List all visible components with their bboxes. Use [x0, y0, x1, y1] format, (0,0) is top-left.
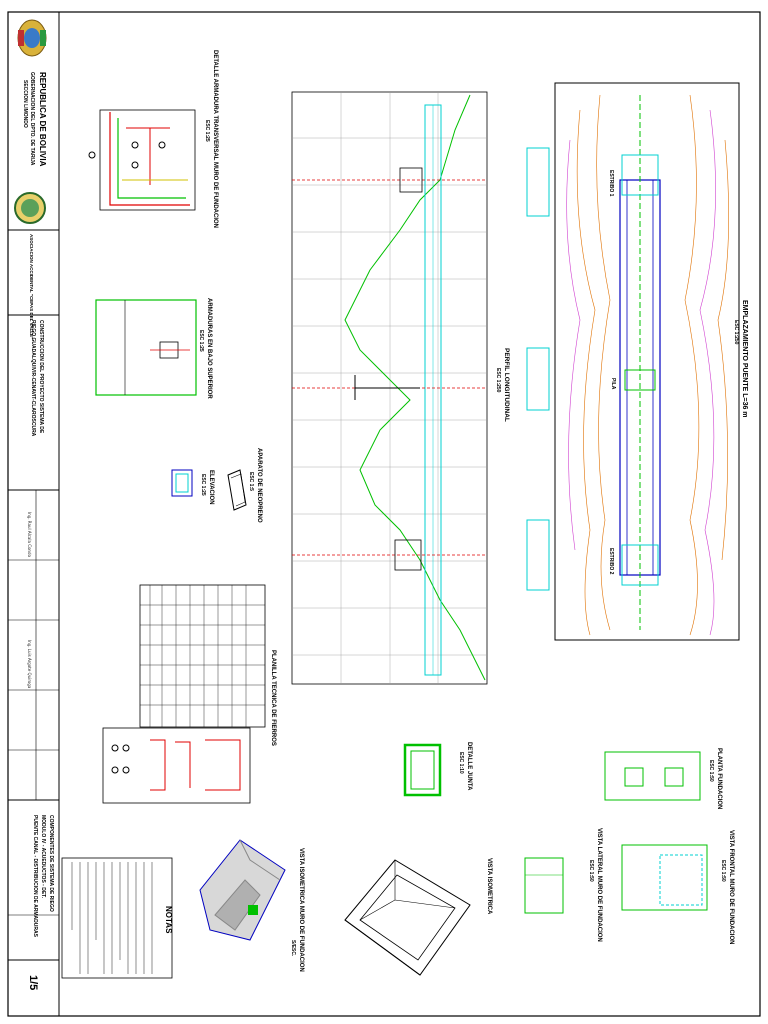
section-name: SECCION LIMONDO: [22, 80, 28, 128]
perfil-scale: ESC 1:250: [495, 368, 501, 393]
government-name: GOBERNACION DEL DPTO. DE TARIJA: [29, 72, 35, 166]
coordinate-table-2: [526, 347, 550, 411]
lateral-scale: ESC 1:50: [588, 860, 594, 882]
armadura-transversal-detail: DETALLE ARMADURA TRANSVERSAL MURO DE FUN…: [88, 50, 218, 228]
sheet-border: [7, 11, 761, 1017]
armaduras-bajo-superior: ARMADURAS EN BAJO SUPERIOR ESC 1:25: [95, 298, 212, 399]
perfil-longitudinal: PERFIL LONGITUDINAL ESC 1:250: [291, 91, 510, 685]
iso-muro-scale: S/ESC.: [290, 940, 296, 957]
bajo-title: ARMADURAS EN BAJO SUPERIOR: [206, 298, 212, 399]
bajo-scale: ESC 1:25: [198, 330, 204, 352]
planta-fundacion: PLANTA FUNDACION ESC 1:50: [604, 748, 722, 809]
elevacion-scale: ESC 1:25: [200, 474, 206, 496]
emplazamiento-title: EMPLAZAMIENTO PUENTE L=36 m: [741, 300, 748, 418]
coordinate-table-1: [526, 147, 550, 217]
notas-block: NOTAS: [61, 857, 173, 979]
designer-name: Ing. Raul Alcala Condo: [27, 512, 32, 558]
neopreno-scale: ESC 1:5: [248, 472, 254, 491]
pila-label: PILA: [610, 378, 616, 390]
frontal-title: VISTA FRONTAL MURO DE FUNDACION: [728, 830, 734, 944]
frontal-scale: ESC 1:50: [720, 860, 726, 882]
component-title-line-2: MODULO IV - ACUEDUCTOS - DET.: [40, 815, 46, 899]
bolivia-coat-of-arms-icon: [17, 19, 47, 57]
component-title-line-1: COMPONENTES DE SISTEMA DE RIEGO: [48, 815, 54, 912]
emplazamiento-scale: ESC 1:250: [733, 320, 739, 345]
junta-scale: ESC 1:10: [458, 752, 464, 774]
reviewer-name: Ing. Luis Argote Quiroga: [27, 640, 32, 689]
title-block: REPUBLICA DE BOLIVIA GOBERNACION DEL DPT…: [8, 12, 60, 1016]
emplazamiento-puente: EMPLAZAMIENTO PUENTE L=36 m ESC 1:250 ES…: [554, 82, 748, 641]
project-title-line-2: RIEGO GUADALQUIVIR-CENAVIT-CLAROSCURA: [30, 320, 36, 437]
project-title-line-1: CONSTRUCCION DEL PROYECTO SISTEMA DE: [38, 320, 44, 434]
planta-title: PLANTA FUNDACION: [716, 748, 722, 809]
iso-muro-title: VISTA ISOMETRICA MURO DE FUNDACION: [298, 848, 304, 972]
perfil-title: PERFIL LONGITUDINAL: [503, 348, 510, 422]
component-title-line-3: PUENTE CANAL - DISTRIBUCION DE ARMADURAS: [32, 815, 38, 938]
vista-frontal-lateral: VISTA FRONTAL MURO DE FUNDACION ESC 1:50…: [524, 828, 734, 944]
junta-title: DETALLE JUNTA: [466, 742, 472, 791]
armadura-title: DETALLE ARMADURA TRANSVERSAL MURO DE FUN…: [212, 50, 218, 228]
sheet-number: 1/5: [27, 975, 39, 990]
planta-scale: ESC 1:50: [708, 760, 714, 782]
association-name: ASOCIACION ACCIDENTAL "CEPAS DEL VALLE": [29, 234, 34, 339]
elevacion-neopreno: ELEVACION ESC 1:25 APARATO DE NEOPRENO E…: [171, 448, 262, 523]
neopreno-title: APARATO DE NEOPRENO: [256, 448, 262, 523]
lateral-title: VISTA LATERAL MURO DE FUNDACION: [596, 828, 602, 942]
detalle-junta: DETALLE JUNTA ESC 1:10: [403, 742, 472, 797]
vista-isometrica: VISTA ISOMETRICA: [344, 858, 492, 976]
isometrica-title: VISTA ISOMETRICA: [486, 858, 492, 915]
planilla-fierros: PLANILLA TECNICA DE FIERROS: [102, 584, 276, 804]
elevacion-title: ELEVACION: [208, 470, 214, 505]
estribo-2-label: ESTRIBO 2: [608, 548, 614, 575]
republic-name: REPUBLICA DE BOLIVIA: [38, 72, 47, 167]
armadura-scale: ESC 1:25: [204, 120, 210, 142]
planilla-title: PLANILLA TECNICA DE FIERROS: [270, 650, 276, 746]
tarija-seal-icon: [14, 192, 46, 224]
estribo-1-label: ESTRIBO 1: [608, 170, 614, 197]
vista-isometrica-muro: VISTA ISOMETRICA MURO DE FUNDACION S/ESC…: [199, 839, 304, 972]
coordinate-table-3: [526, 519, 550, 591]
notas-title: NOTAS: [164, 906, 173, 934]
